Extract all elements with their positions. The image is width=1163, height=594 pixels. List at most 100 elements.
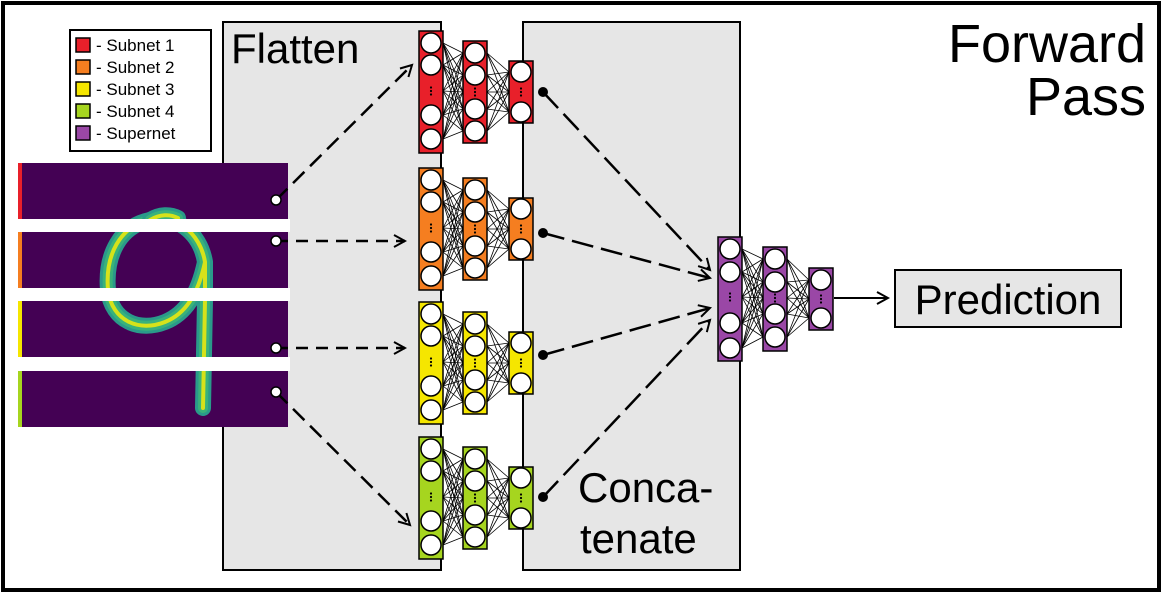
concatenate-label-line1: Conca- <box>578 464 713 511</box>
layer-connections <box>486 189 510 269</box>
concatenate-label-line2: tenate <box>580 515 697 562</box>
network-layer <box>418 301 444 425</box>
neuron-node <box>719 261 741 283</box>
neuron-node <box>510 101 532 123</box>
neuron-node <box>464 235 486 257</box>
neuron-node <box>764 271 786 293</box>
network-layer <box>508 331 534 395</box>
neuron-node <box>420 54 442 76</box>
prediction-label: Prediction <box>915 276 1102 323</box>
neuron-node <box>464 98 486 120</box>
neuron-node <box>764 326 786 348</box>
legend-swatch <box>75 81 91 97</box>
neuron-node <box>420 191 442 213</box>
neuron-node <box>420 510 442 532</box>
layer-connections <box>741 248 764 349</box>
network-layer <box>508 197 534 261</box>
neuron-node <box>464 64 486 86</box>
network-layer <box>418 30 444 154</box>
layer-connections <box>442 448 464 546</box>
arrows <box>270 65 888 525</box>
neuron-node <box>464 335 486 357</box>
legend-swatch <box>75 125 91 141</box>
legend-label: - Subnet 1 <box>96 36 174 55</box>
network-layer <box>717 236 743 362</box>
neuron-node <box>420 325 442 347</box>
data-flow-arrow <box>542 91 710 270</box>
neuron-node <box>420 534 442 556</box>
network-layer <box>462 40 488 144</box>
neuron-node <box>464 470 486 492</box>
neuron-node <box>464 313 486 335</box>
prediction-box <box>894 269 1122 328</box>
legend-label: - Supernet <box>96 124 176 143</box>
layer-connections <box>442 42 464 140</box>
neuron-node <box>764 248 786 270</box>
neuron-node <box>420 32 442 54</box>
image-strip <box>22 232 288 288</box>
neuron-node <box>510 238 532 260</box>
neuron-node <box>420 303 442 325</box>
layer-connections <box>486 458 510 538</box>
neuron-node <box>420 375 442 397</box>
legend-label: - Subnet 4 <box>96 102 174 121</box>
neuron-node <box>510 61 532 83</box>
networks <box>418 30 834 560</box>
neuron-node <box>464 257 486 279</box>
neuron-node <box>510 507 532 529</box>
neuron-node <box>420 265 442 287</box>
neuron-node <box>719 337 741 359</box>
network-layer <box>418 167 444 291</box>
network-layer <box>808 267 834 331</box>
flatten-label: Flatten <box>231 25 359 72</box>
neuron-node <box>464 526 486 548</box>
neuron-node <box>464 42 486 64</box>
neuron-node <box>420 169 442 191</box>
legend-swatch <box>75 59 91 75</box>
title-line1: Forward <box>948 14 1146 74</box>
neuron-node <box>420 128 442 150</box>
digit-image <box>18 163 290 427</box>
data-flow-arrow <box>275 391 410 525</box>
legend-swatch <box>75 37 91 53</box>
strip-subnet-marker <box>18 232 22 288</box>
data-flow-arrow <box>275 65 412 201</box>
network-layer <box>462 446 488 550</box>
network-layer <box>462 177 488 281</box>
layer-connections <box>786 258 810 338</box>
neuron-node <box>810 269 832 291</box>
neuron-node <box>719 238 741 260</box>
image-strip <box>22 371 288 427</box>
neuron-node <box>464 120 486 142</box>
network-layer <box>762 246 788 352</box>
network-layer <box>462 311 488 415</box>
legend: - Subnet 1 - Subnet 2 - Subnet 3 - Subnet 4… <box>69 29 212 152</box>
concatenate-panel <box>522 21 741 571</box>
neuron-node <box>464 391 486 413</box>
legend-swatch <box>75 103 91 119</box>
neuron-node <box>464 201 486 223</box>
neuron-node <box>464 504 486 526</box>
neuron-node <box>420 241 442 263</box>
neuron-node <box>464 448 486 470</box>
strip-subnet-marker <box>18 301 22 357</box>
title-line2: Pass <box>1026 67 1146 127</box>
strip-subnet-marker <box>18 163 22 219</box>
neuron-node <box>510 372 532 394</box>
neuron-node <box>464 179 486 201</box>
layer-connections <box>486 323 510 403</box>
network-layer <box>418 436 444 560</box>
layer-connections <box>442 313 464 411</box>
neuron-node <box>510 332 532 354</box>
neuron-node <box>810 307 832 329</box>
neuron-node <box>510 198 532 220</box>
legend-label: - Subnet 2 <box>96 58 174 77</box>
legend-label: - Subnet 3 <box>96 80 174 99</box>
neuron-node <box>719 312 741 334</box>
neuron-node <box>464 369 486 391</box>
neuron-node <box>420 399 442 421</box>
neuron-node <box>420 460 442 482</box>
network-layer <box>508 466 534 530</box>
layer-connections <box>442 179 464 277</box>
